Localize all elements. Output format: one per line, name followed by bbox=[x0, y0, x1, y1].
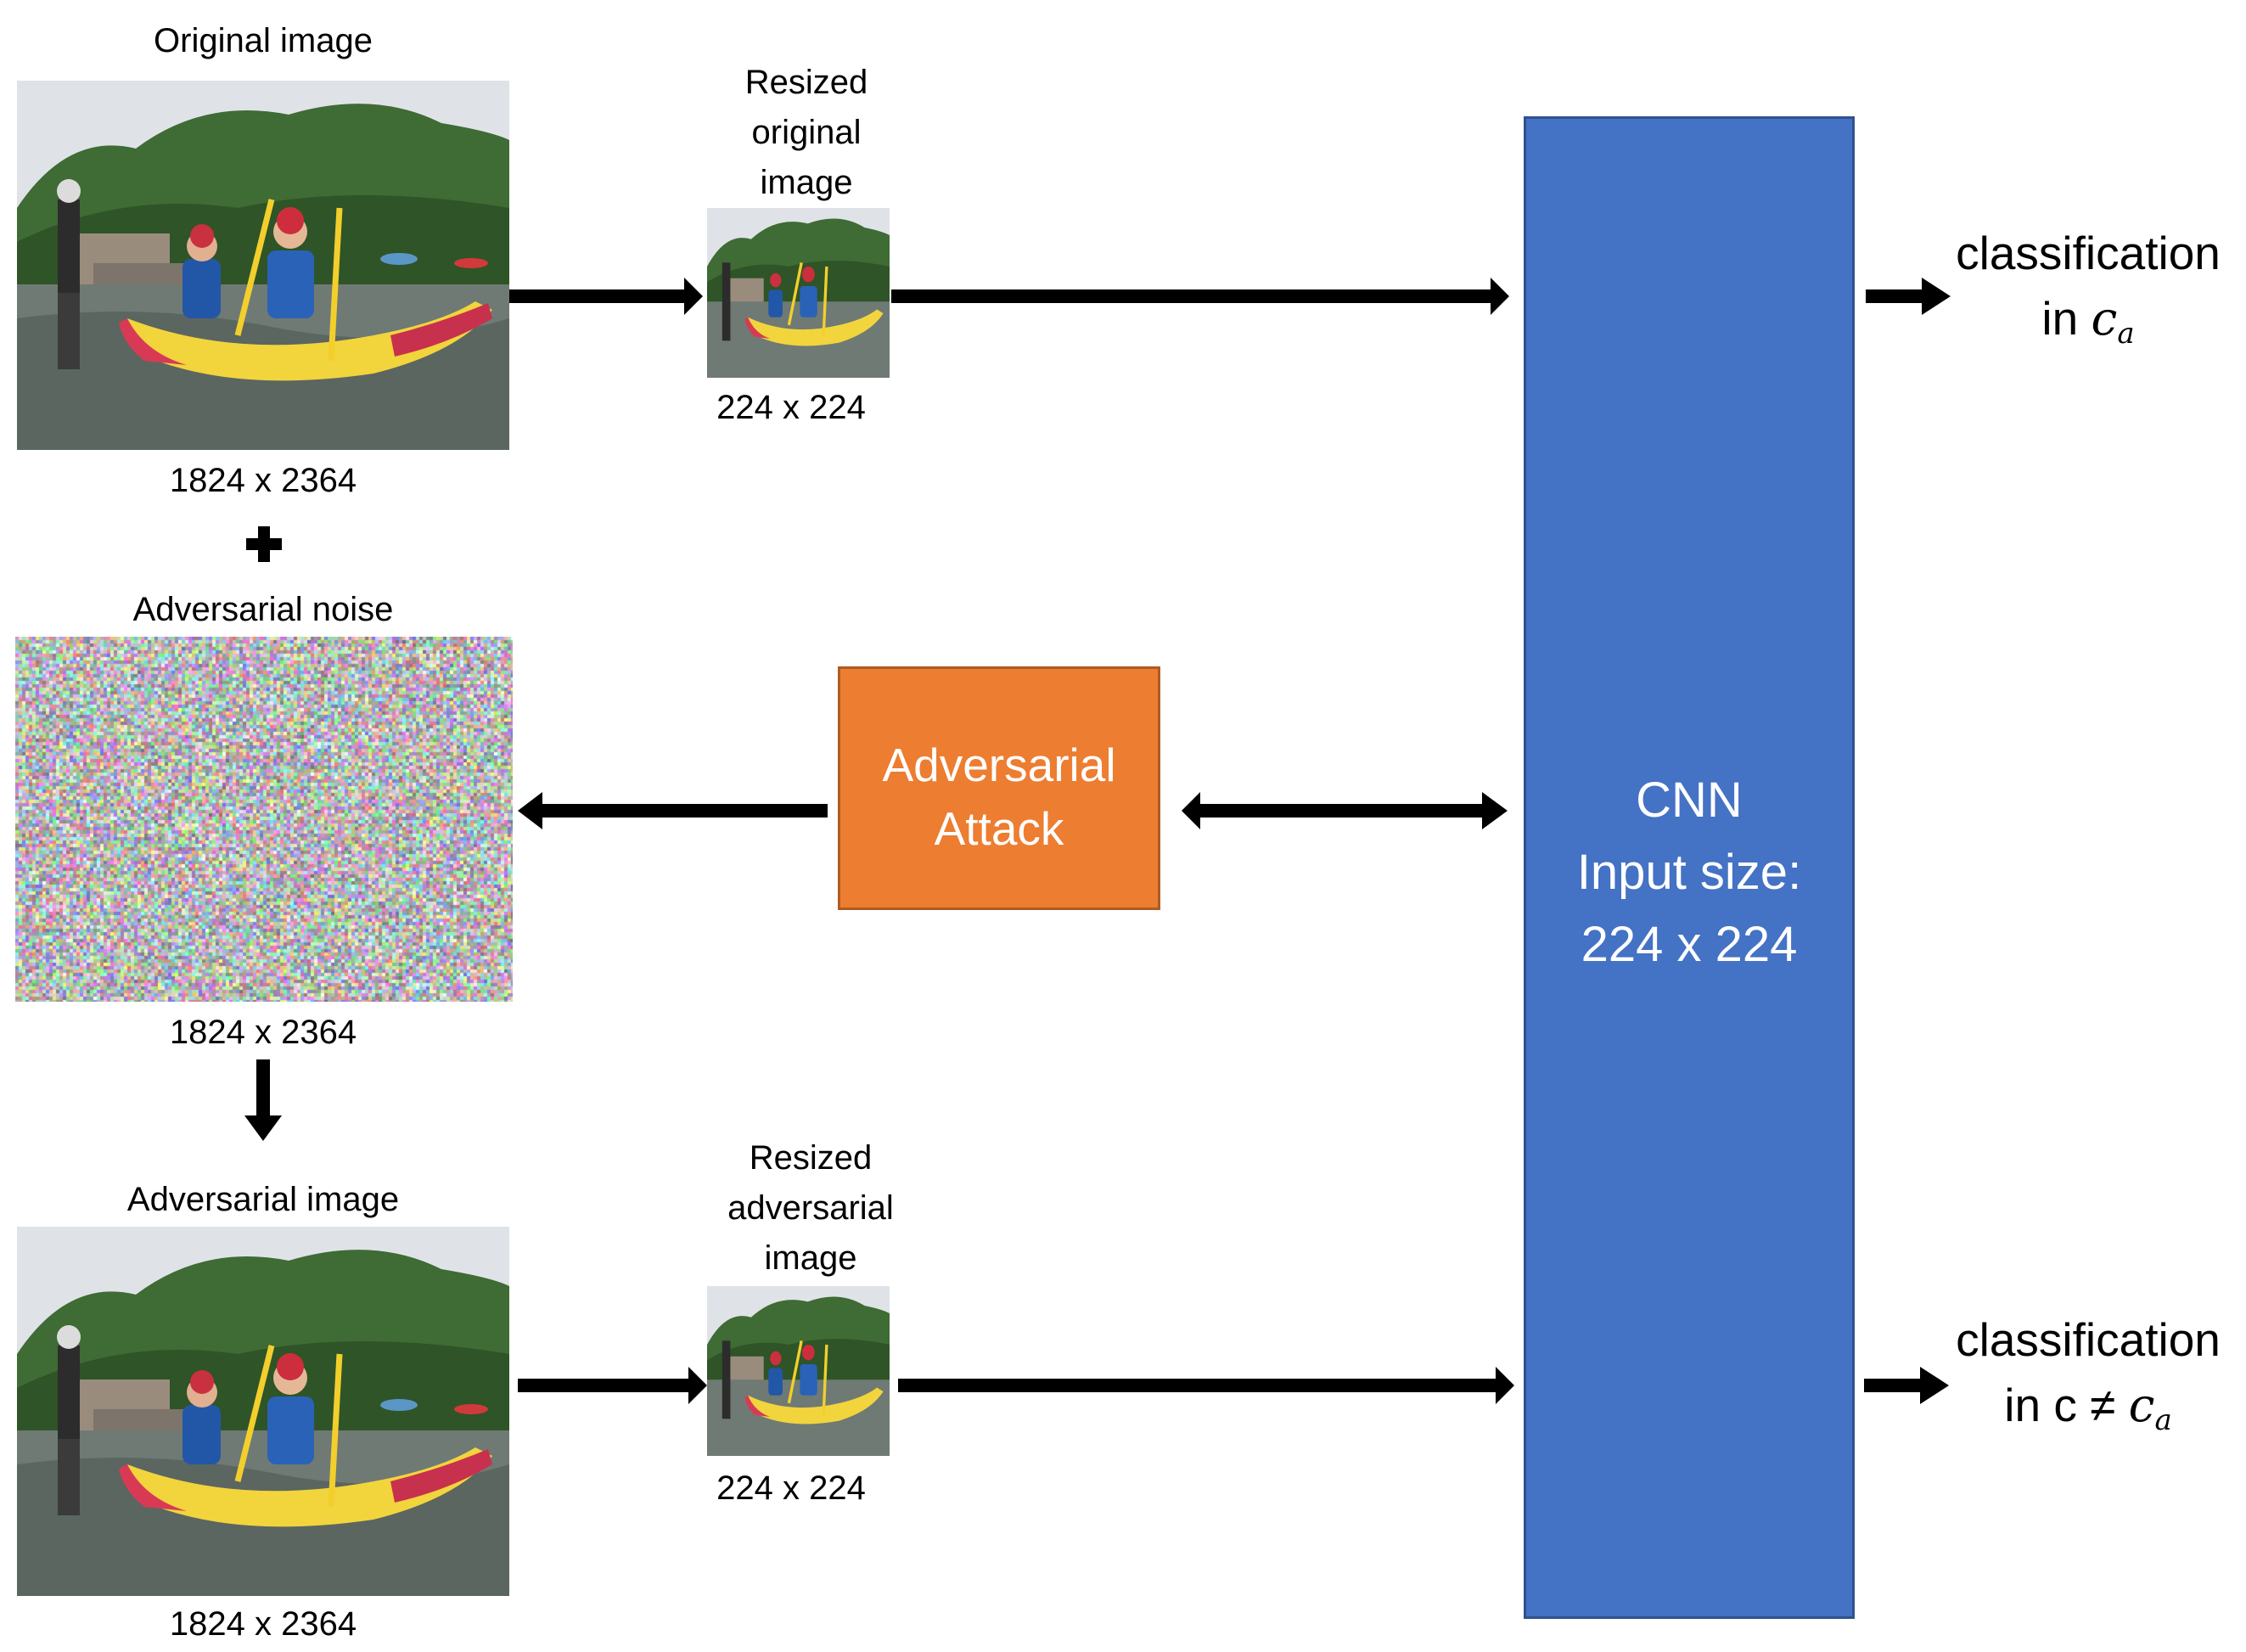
output-bottom-label: classification in c ≠ ca bbox=[1944, 1307, 2232, 1453]
cnn-line3: 224 x 224 bbox=[1581, 917, 1798, 972]
original-image-title: Original image bbox=[154, 22, 373, 59]
resized-adversarial-size: 224 x 224 bbox=[716, 1469, 866, 1507]
resized-adversarial-image bbox=[707, 1286, 890, 1456]
kayak-photo-original bbox=[17, 81, 509, 450]
adversarial-image-size: 1824 x 2364 bbox=[169, 1605, 357, 1643]
resized-original-title-line2: original bbox=[751, 114, 862, 151]
kayak-photo-resized-adversarial bbox=[707, 1286, 890, 1456]
arrow-noise-to-adversarial bbox=[244, 1059, 282, 1141]
arrow-cnn-to-output-top bbox=[1866, 278, 1951, 315]
resized-original-image bbox=[707, 208, 890, 378]
output-top-line2: in ca bbox=[1944, 286, 2232, 367]
kayak-photo-adversarial bbox=[17, 1227, 509, 1596]
noise-title: Adversarial noise bbox=[132, 591, 394, 628]
output-top-line1: classification bbox=[1956, 227, 2221, 279]
kayak-photo-resized-original bbox=[707, 208, 890, 378]
noise-image bbox=[15, 637, 513, 1002]
arrow-resized-adversarial-to-cnn bbox=[898, 1367, 1514, 1404]
noise-size: 1824 x 2364 bbox=[169, 1014, 357, 1051]
plus-icon bbox=[246, 526, 282, 562]
resized-original-title-line1: Resized bbox=[744, 64, 868, 101]
arrow-adversarial-to-resized bbox=[518, 1367, 707, 1404]
output-top-subscript: a bbox=[2117, 317, 2135, 351]
resized-adversarial-title: Resized adversarial image bbox=[696, 1133, 925, 1284]
adversarial-image bbox=[17, 1227, 509, 1596]
cnn-line2: Input size: bbox=[1576, 845, 1802, 900]
arrow-resized-original-to-cnn bbox=[891, 278, 1509, 315]
output-bottom-prefix: in c ≠ bbox=[2004, 1379, 2129, 1431]
adversarial-image-title: Adversarial image bbox=[126, 1181, 400, 1218]
adversarial-attack-line2: Attack bbox=[934, 802, 1064, 855]
resized-original-title-line3: image bbox=[760, 164, 853, 201]
arrow-original-to-resized bbox=[509, 278, 703, 315]
resized-adversarial-title-line2: adversarial bbox=[727, 1189, 894, 1227]
output-bottom-line1: classification bbox=[1956, 1313, 2221, 1366]
adversarial-attack-line1: Adversarial bbox=[882, 739, 1116, 791]
noise-canvas bbox=[15, 637, 513, 1002]
arrow-attack-cnn-bidirectional bbox=[1182, 792, 1508, 829]
output-bottom-subscript: a bbox=[2154, 1403, 2172, 1437]
cnn-label: CNN Input size: 224 x 224 bbox=[1526, 764, 1852, 981]
arrow-cnn-to-output-bottom bbox=[1864, 1367, 1949, 1404]
original-image-size: 1824 x 2364 bbox=[169, 462, 357, 499]
adversarial-attack-block: Adversarial Attack bbox=[838, 666, 1160, 910]
output-top-prefix: in bbox=[2041, 292, 2092, 345]
adversarial-attack-label: Adversarial Attack bbox=[840, 733, 1158, 861]
cnn-block: CNN Input size: 224 x 224 bbox=[1524, 116, 1855, 1619]
output-bottom-line2: in c ≠ ca bbox=[1944, 1373, 2232, 1453]
output-top-label: classification in ca bbox=[1944, 221, 2232, 367]
arrow-attack-to-noise bbox=[518, 792, 828, 829]
output-top-symbol: c bbox=[2091, 291, 2118, 346]
cnn-line1: CNN bbox=[1636, 773, 1743, 828]
resized-original-size: 224 x 224 bbox=[716, 389, 866, 426]
resized-adversarial-title-line3: image bbox=[764, 1239, 857, 1277]
resized-adversarial-title-line1: Resized bbox=[749, 1139, 873, 1177]
resized-original-title: Resized original image bbox=[713, 58, 900, 208]
output-bottom-symbol: c bbox=[2128, 1378, 2155, 1432]
original-image bbox=[17, 81, 509, 450]
